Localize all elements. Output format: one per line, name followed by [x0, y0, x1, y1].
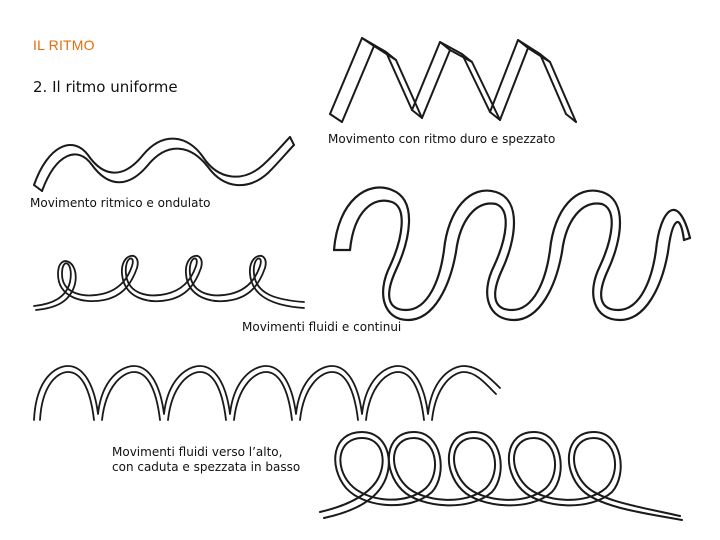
slide-title: IL RITMO	[33, 37, 95, 53]
caption-loops: Movimenti fluidi verso l’alto, con cadut…	[112, 445, 300, 475]
small-loops-drawing	[33, 255, 305, 311]
wave-ribbon-drawing	[33, 136, 295, 192]
caption-loops-line-2: con caduta e spezzata in basso	[112, 460, 301, 474]
slide-subtitle: 2. Il ritmo uniforme	[33, 78, 178, 96]
caption-zigzag: Movimento con ritmo duro e spezzato	[328, 132, 556, 146]
caption-coil: Movimenti fluidi e continui	[242, 320, 402, 334]
big-loops-drawing	[319, 431, 683, 521]
arches-drawing	[33, 365, 501, 421]
coil-drawing	[332, 186, 692, 322]
caption-loops-line-1: Movimenti fluidi verso l’alto,	[112, 445, 283, 459]
caption-wave: Movimento ritmico e ondulato	[30, 196, 211, 210]
zigzag-ribbon-drawing	[329, 37, 577, 123]
